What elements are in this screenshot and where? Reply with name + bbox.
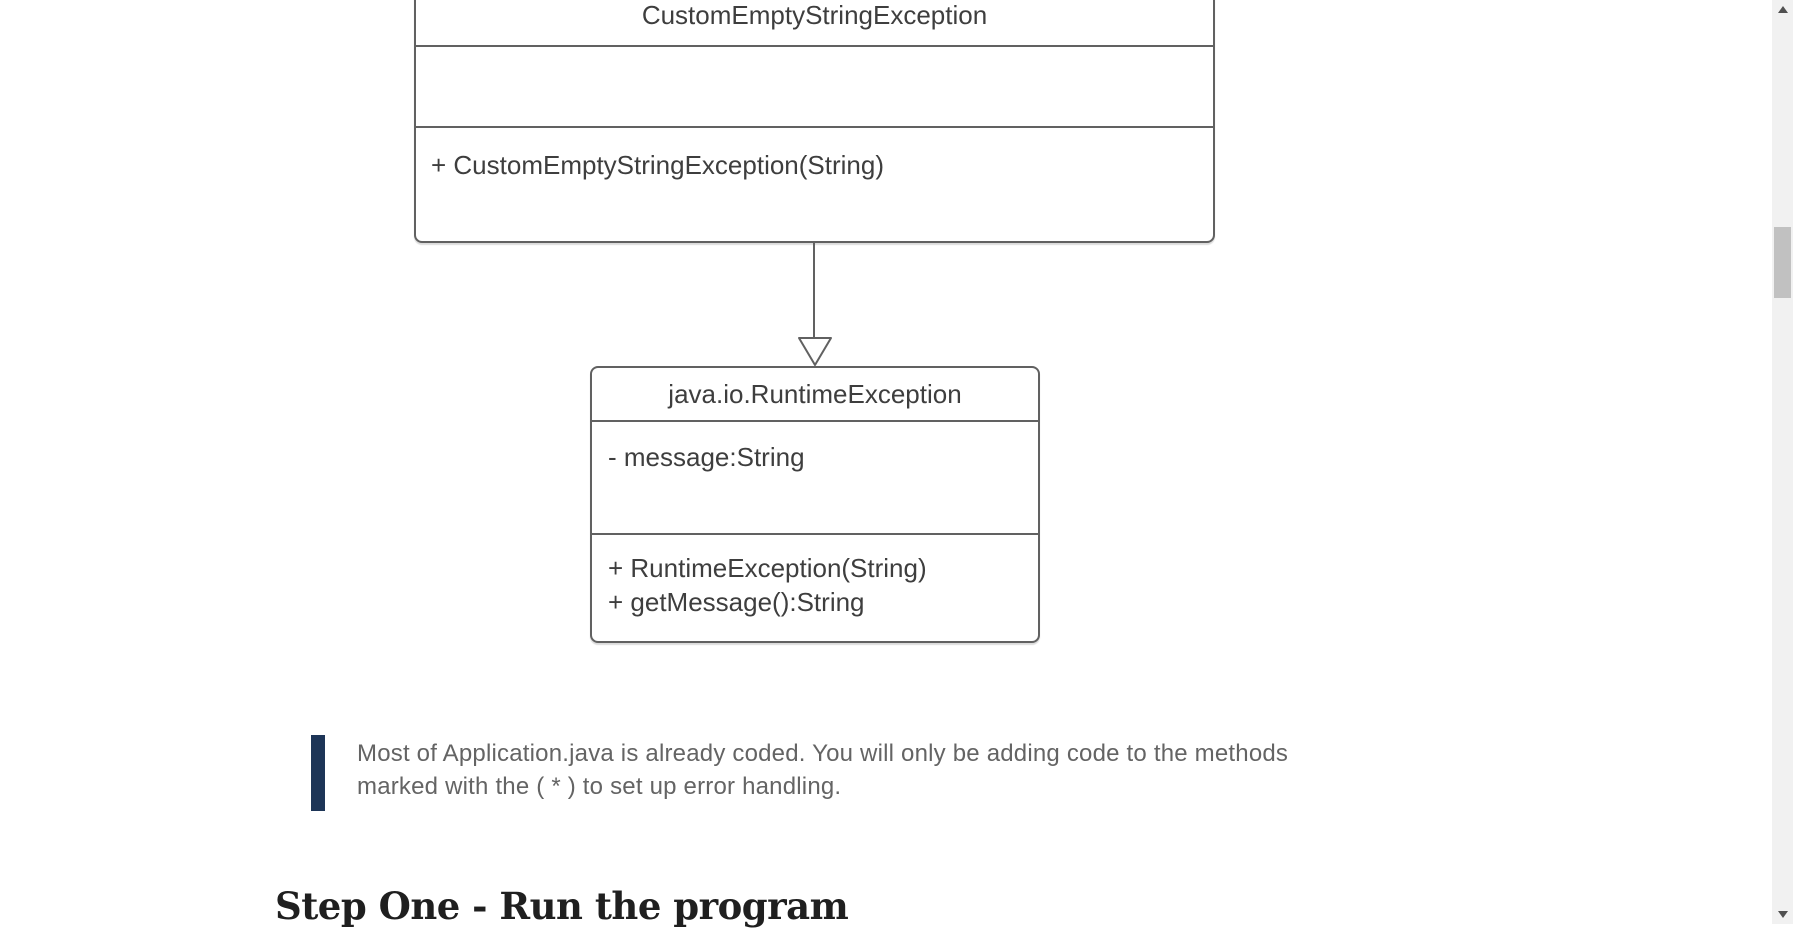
inheritance-arrow-line (813, 241, 815, 340)
note-text: Most of Application.java is already code… (357, 737, 1288, 811)
note-line: marked with the ( * ) to set up error ha… (357, 773, 842, 800)
note-line: Most of Application.java is already code… (357, 740, 1289, 767)
class-methods-section: + RuntimeException(String) + getMessage(… (592, 533, 1038, 641)
down-arrow-icon (1777, 911, 1788, 918)
class-name-label: java.io.RuntimeException (668, 378, 962, 409)
class-attributes-section: - message:String (592, 420, 1038, 533)
class-box-custom-empty-string-exception: CustomEmptyStringException + CustomEmpty… (414, 0, 1215, 243)
class-name-label: CustomEmptyStringException (641, 0, 988, 30)
class-title: CustomEmptyStringException (416, 0, 1213, 45)
note-accent-bar (311, 735, 325, 811)
class-box-runtime-exception: java.io.RuntimeException - message:Strin… (590, 366, 1040, 643)
callout-note: Most of Application.java is already code… (311, 735, 1288, 811)
method-label: + CustomEmptyStringException(String) (431, 150, 885, 180)
attribute-label: - message:String (608, 442, 805, 472)
scrollbar-thumb[interactable] (1774, 227, 1791, 298)
class-title: java.io.RuntimeException (592, 368, 1038, 420)
method-label: + RuntimeException(String) (608, 553, 927, 583)
method-label: + getMessage():String (608, 587, 865, 617)
up-arrow-icon (1777, 6, 1788, 13)
scroll-up-button[interactable] (1772, 0, 1793, 19)
inheritance-arrow-head-icon (798, 337, 832, 366)
section-heading: Step One - Run the program (275, 884, 849, 928)
scrollbar[interactable] (1772, 0, 1793, 924)
scroll-down-button[interactable] (1772, 905, 1793, 924)
class-methods-section: + CustomEmptyStringException(String) (416, 126, 1213, 239)
class-attributes-section (416, 45, 1213, 126)
